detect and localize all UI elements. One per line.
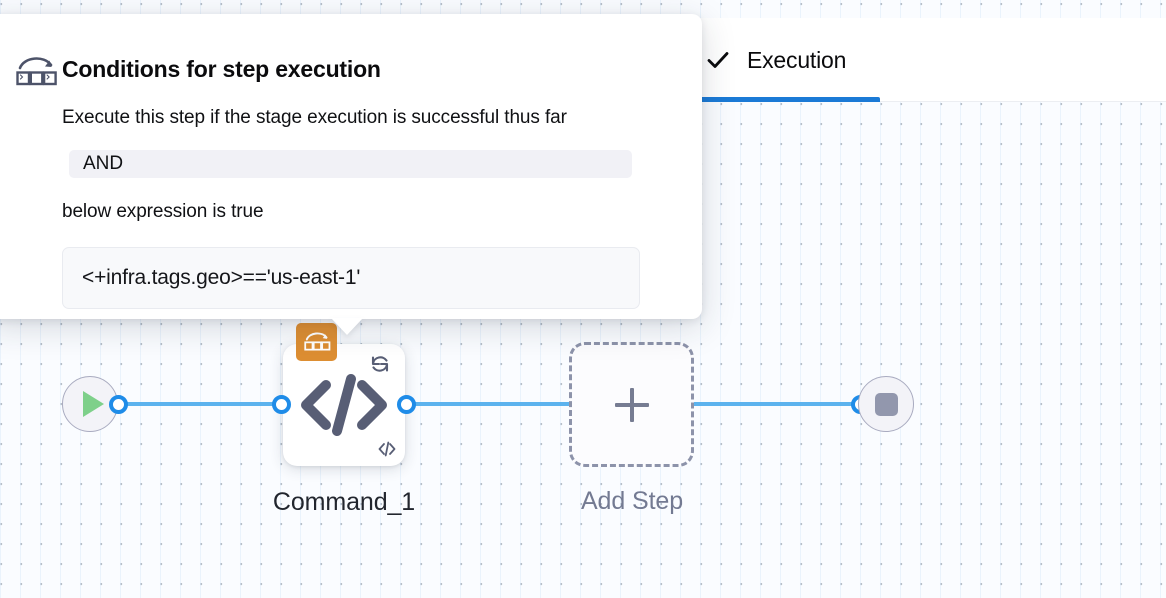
expression-value: <+infra.tags.geo>=='us-east-1' [82, 266, 361, 289]
popover-title: Conditions for step execution [62, 56, 381, 82]
pipeline-end-node[interactable] [858, 376, 914, 432]
loop-repeat-icon [364, 352, 396, 384]
edge-command-to-addstep [398, 402, 578, 406]
popover-description: Execute this step if the stage execution… [62, 107, 567, 128]
connector-dot-command-in[interactable] [272, 395, 291, 414]
add-step-label: Add Step [580, 487, 684, 515]
tab-execution-label: Execution [746, 46, 847, 73]
popover-pointer [331, 318, 363, 335]
step-type-badge [296, 323, 337, 361]
code-icon-corner [376, 438, 398, 460]
check-icon [705, 47, 731, 73]
command-script-icon [14, 52, 58, 92]
tab-execution[interactable]: Execution [670, 18, 881, 102]
edge-start-to-command [112, 402, 292, 406]
condition-operator-value: AND [83, 153, 124, 174]
conditional-execution-popover: Conditions for step execution Execute th… [0, 14, 702, 335]
stop-icon [874, 392, 898, 416]
popover-secondary-description: below expression is true [62, 201, 264, 222]
plus-icon [614, 387, 649, 422]
edge-addstep-to-end [688, 402, 868, 406]
play-icon [82, 391, 104, 417]
connector-dot-start[interactable] [109, 395, 128, 414]
connector-dot-command-out[interactable] [397, 395, 416, 414]
expression-input[interactable]: <+infra.tags.geo>=='us-east-1' [62, 247, 640, 309]
code-icon [283, 344, 405, 466]
step-node-label: Command_1 [272, 488, 416, 516]
pipeline-start-node[interactable] [62, 376, 118, 432]
step-node-command-1[interactable] [283, 344, 405, 466]
condition-operator-field[interactable]: AND [69, 150, 632, 178]
add-step-button[interactable] [569, 342, 694, 467]
